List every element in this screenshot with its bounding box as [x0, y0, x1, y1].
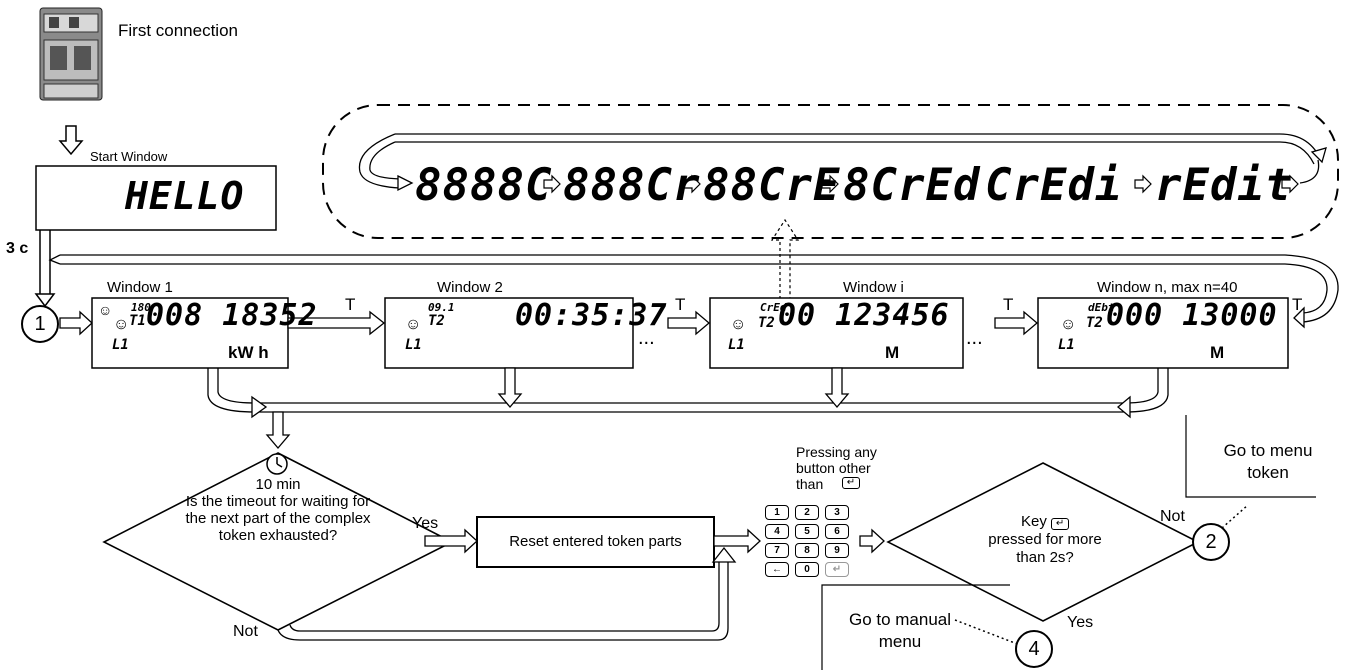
circuit-breaker-icon — [40, 8, 102, 100]
go-menu-token-label: Go to menu token — [1203, 440, 1333, 484]
step-circle-2: 2 — [1192, 523, 1230, 561]
start-window-label: Start Window — [90, 148, 167, 165]
scroll-frame-2: 888Cr — [563, 160, 700, 211]
window-n-label: Window n, max n=40 — [1097, 279, 1238, 296]
scroll-frame-3: 88CrE — [703, 160, 840, 211]
window-i-phase: L1 — [728, 340, 745, 351]
key-yes-label: Yes — [1067, 614, 1093, 631]
window-1-label: Window 1 — [107, 279, 173, 296]
window-2-tariff: T2 — [428, 316, 445, 327]
scroll-frame-6: rEdit — [1155, 160, 1292, 211]
scroll-frame-1: 8888C — [415, 160, 552, 211]
window-2-phase: L1 — [405, 340, 422, 351]
key-decision-question: Key ↵ pressed for more than 2s? — [980, 513, 1110, 567]
window-i-unit: M — [885, 343, 899, 363]
keypad-key-enter[interactable]: ↵ — [825, 562, 849, 577]
keypad-key-0[interactable]: 0 — [795, 562, 819, 577]
window-1-unit: kW h — [228, 343, 269, 363]
transition-label-3: T — [1003, 296, 1013, 313]
transition-label-1: T — [345, 296, 355, 313]
meter-status-icon: ☺ — [98, 302, 112, 318]
keypad-key-2[interactable]: 2 — [795, 505, 819, 520]
keypad-key-3[interactable]: 3 — [825, 505, 849, 520]
window-n-value: 000 13000 — [1106, 298, 1278, 333]
step-circle-4: 4 — [1015, 630, 1053, 668]
window-i-label: Window i — [843, 279, 904, 296]
smiley-icon: ☺ — [730, 316, 746, 334]
window-i-value: 00 123456 — [778, 298, 950, 333]
timeout-question: Is the timeout for waiting for the next … — [180, 493, 376, 544]
keypad-key-back[interactable]: ← — [765, 562, 789, 577]
step-circle-1: 1 — [21, 305, 59, 343]
scroll-frame-5: CrEdi — [985, 160, 1122, 211]
window-2-tariff-code: 09.1 — [428, 302, 455, 313]
window-n-unit: M — [1210, 343, 1224, 363]
start-window-display: HELLO — [125, 174, 244, 218]
smiley-icon: ☺ — [113, 316, 129, 334]
keypad-key-1[interactable]: 1 — [765, 505, 789, 520]
timeout-not-label: Not — [233, 623, 258, 640]
smiley-icon: ☺ — [405, 316, 421, 334]
window-1-tariff: T1 — [129, 316, 146, 327]
transition-label-2: T — [675, 296, 685, 313]
keypad-key-7[interactable]: 7 — [765, 543, 789, 558]
go-manual-menu-label: Go to manual menu — [845, 609, 955, 653]
keypad-key-9[interactable]: 9 — [825, 543, 849, 558]
window-n-tariff: T2 — [1086, 318, 1103, 329]
reset-token-parts-label: Reset entered token parts — [477, 533, 714, 550]
first-connection-label: First connection — [118, 22, 238, 39]
keypad-key-6[interactable]: 6 — [825, 524, 849, 539]
keypad-key-5[interactable]: 5 — [795, 524, 819, 539]
window-1-phase: L1 — [112, 340, 129, 351]
keypad-key-4[interactable]: 4 — [765, 524, 789, 539]
scroll-frame-4: 8CrEd — [843, 160, 980, 211]
three-c-label: 3 c — [6, 240, 28, 257]
pressing-any-button-label: Pressing any button other than ↵ — [796, 444, 891, 492]
clock-icon — [267, 454, 287, 474]
ellipsis-1: ... — [638, 330, 655, 347]
keypad-key-8[interactable]: 8 — [795, 543, 819, 558]
transition-label-4: T — [1292, 296, 1302, 313]
enter-key-icon: ↵ — [842, 477, 860, 489]
timeout-duration: 10 min — [180, 476, 376, 493]
window-1-value: 008 18352 — [146, 298, 318, 333]
enter-key-icon: ↵ — [1051, 518, 1069, 530]
timeout-yes-label: Yes — [412, 515, 438, 532]
smiley-icon: ☺ — [1060, 316, 1076, 334]
window-i-tariff: T2 — [758, 318, 775, 329]
ellipsis-2: ... — [966, 330, 983, 347]
key-not-label: Not — [1160, 508, 1185, 525]
window-2-label: Window 2 — [437, 279, 503, 296]
window-n-phase: L1 — [1058, 340, 1075, 351]
